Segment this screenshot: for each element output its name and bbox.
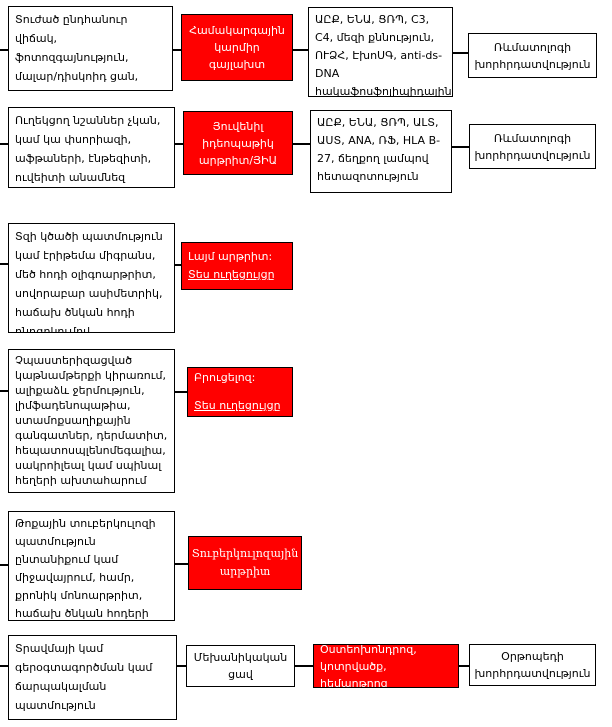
symptoms-text: Տուժած ընդհանուր վիճակ, ֆոտոզգայնություն… (15, 13, 139, 90)
symptoms-box-brucellosis: Չպաստերիզացված կաթնամթերքի կիրառում, ալի… (8, 349, 175, 493)
referral-box-rheumatologist-2: Ռևմատոլոգի խորհրդատվություն (469, 124, 596, 169)
tests-box-lupus: ԱԸՔ, ԵՆԱ, ՑՌՊ, C3, C4, մեզի քննություն, … (308, 7, 453, 97)
symptoms-box-lyme: Տզի կծածի պատմություն կամ էրիթեմա միգրան… (8, 223, 175, 333)
diagnosis-text: Բրուցելոզ: (194, 371, 256, 384)
connector-line (292, 49, 309, 51)
diagnosis-box-jia: Յուվենիլ իդեոպաթիկ արթրիտ/ՅԻԱ (183, 111, 293, 175)
symptoms-text: Չպաստերիզացված կաթնամթերքի կիրառում, ալի… (15, 354, 168, 487)
referral-text: Օրթոպեդի խորհրդատվություն (474, 650, 591, 680)
connector-line (0, 49, 9, 51)
tests-box-jia: ԱԸՔ, ԵՆԱ, ՑՌՊ, ԱԼՏ, ԱՍՏ, ANA, ՌՖ, HLA B-… (310, 110, 452, 193)
connector-line (294, 665, 314, 667)
symptoms-box-mechanical: Տրավմայի կամ գերօգտագործման կամ ճարպակալ… (8, 635, 177, 720)
symptoms-text: Տզի կծածի պատմություն կամ էրիթեմա միգրան… (15, 230, 163, 333)
diagnosis-box-lyme: Լայմ արթրիտ: Տես ուղեցույցը (181, 242, 293, 290)
connector-line (174, 143, 184, 145)
connector-line (0, 665, 9, 667)
tests-text: ԱԸՔ, ԵՆԱ, ՑՌՊ, C3, C4, մեզի քննություն, … (315, 13, 452, 97)
referral-box-rheumatologist-1: Ռևմատոլոգի խորհրդատվություն (468, 33, 597, 78)
connector-line (458, 665, 470, 667)
connector-line (174, 264, 182, 266)
connector-line (451, 146, 470, 148)
referral-text: Ռևմատոլոգի խորհրդատվություն (474, 40, 591, 71)
connector-line (0, 263, 9, 265)
diagnosis-box-brucellosis: Բրուցելոզ: Տես ուղեցույցը (187, 367, 293, 417)
connector-line (176, 665, 187, 667)
connector-line (292, 143, 311, 145)
connector-line (0, 390, 9, 392)
guideline-link[interactable]: Տես ուղեցույցը (188, 268, 275, 281)
referral-box-orthopedist: Օրթոպեդի խորհրդատվություն (469, 644, 596, 686)
connector-line (174, 563, 189, 565)
symptoms-box-lupus: Տուժած ընդհանուր վիճակ, ֆոտոզգայնություն… (8, 6, 173, 91)
diagnosis-box-tb: Տուբերկուլոզային արթրիտ (188, 536, 302, 590)
diagnosis-box-lupus: Համակարգային կարմիր գայլախտ (181, 14, 293, 81)
tests-text: ԱԸՔ, ԵՆԱ, ՑՌՊ, ԱԼՏ, ԱՍՏ, ANA, ՌՖ, HLA B-… (317, 116, 441, 183)
guideline-link[interactable]: Տես ուղեցույցը (194, 399, 281, 412)
mechanism-text: Մեխանիկական ցավ (193, 651, 288, 681)
mechanical-pain-box: Մեխանիկական ցավ (186, 645, 295, 687)
connector-line (174, 391, 188, 393)
diagnosis-box-osteochondrosis: Օստեոխոնդրոզ, կոտրվածք, հեմարթրոզ (313, 644, 459, 688)
diagnosis-text: Օստեոխոնդրոզ, կոտրվածք, հեմարթրոզ (320, 644, 417, 688)
diagnosis-text: Յուվենիլ իդեոպաթիկ արթրիտ/ՅԻԱ (198, 119, 278, 167)
referral-text: Ռևմատոլոգի խորհրդատվություն (474, 131, 591, 162)
connector-line (173, 49, 182, 51)
connector-line (0, 564, 9, 566)
symptoms-box-jia: Ուղեկցող նշաններ չկան, կամ կա փսորիազի, … (8, 107, 175, 188)
diagnosis-text: Համակարգային կարմիր գայլախտ (189, 24, 285, 71)
symptoms-text: Տրավմայի կամ գերօգտագործման կամ ճարպակալ… (15, 642, 153, 712)
symptoms-text: Ուղեկցող նշաններ չկան, կամ կա փսորիազի, … (15, 114, 161, 184)
diagnosis-text: Լայմ արթրիտ: (188, 250, 273, 263)
symptoms-text: Թոքային տուբերկուլոզի պատմություն ընտանի… (15, 517, 156, 620)
symptoms-box-tb: Թոքային տուբերկուլոզի պատմություն ընտանի… (8, 511, 175, 621)
diagnosis-text: Տուբերկուլոզային արթրիտ (191, 547, 299, 578)
connector-line (0, 143, 9, 145)
connector-line (452, 52, 469, 54)
